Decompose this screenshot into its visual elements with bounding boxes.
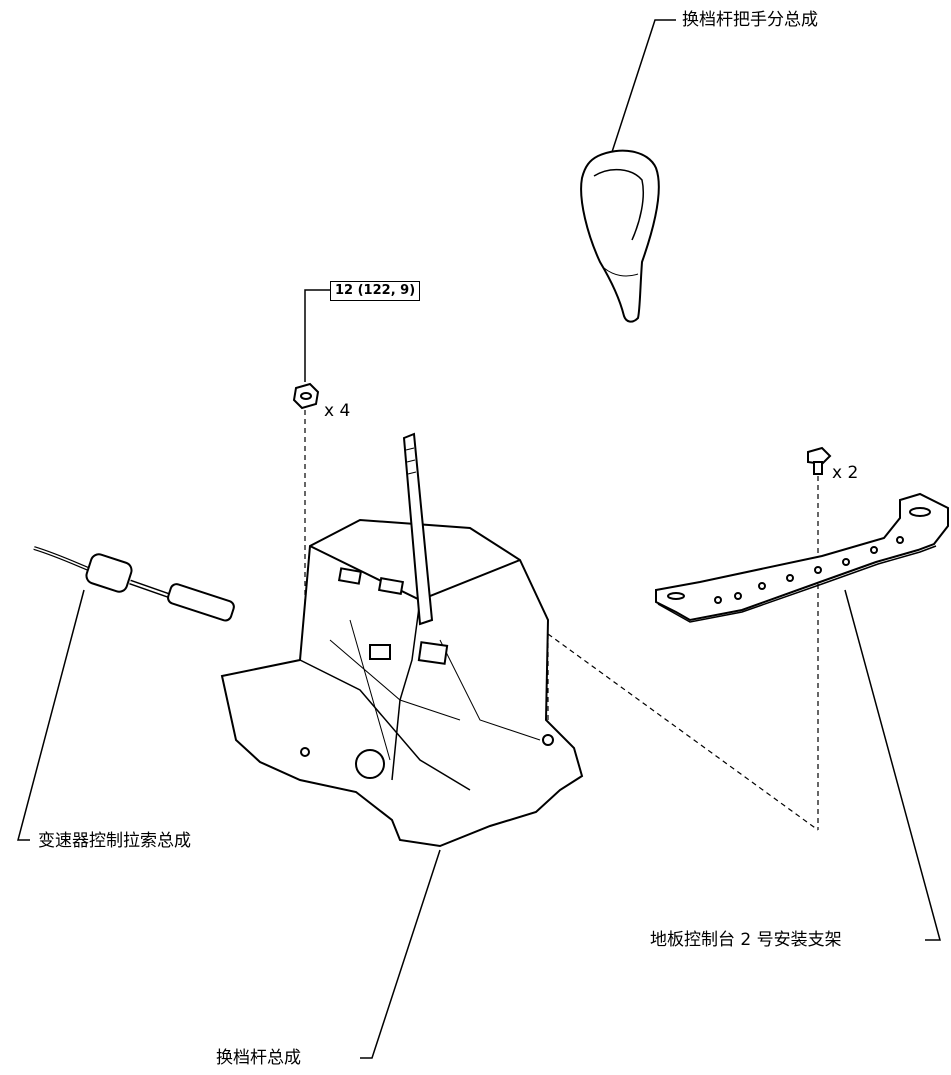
nut-fastener xyxy=(292,382,320,410)
bolt-quantity-label: x 2 xyxy=(832,463,859,483)
shift-lever-assembly xyxy=(220,432,584,848)
bracket-label: 地板控制台 2 号安装支架 xyxy=(650,930,842,950)
shift-cable xyxy=(33,546,235,622)
shift-knob xyxy=(580,149,660,323)
bolt-fastener xyxy=(807,446,832,475)
lever-assembly-label: 换档杆总成 xyxy=(216,1048,301,1068)
torque-spec-box: 12 (122, 9) xyxy=(330,281,421,301)
shift-knob-label: 换档杆把手分总成 xyxy=(682,10,818,30)
cable-label: 变速器控制拉索总成 xyxy=(38,831,191,851)
nut-quantity-label: x 4 xyxy=(324,401,351,421)
mounting-bracket xyxy=(655,492,949,623)
